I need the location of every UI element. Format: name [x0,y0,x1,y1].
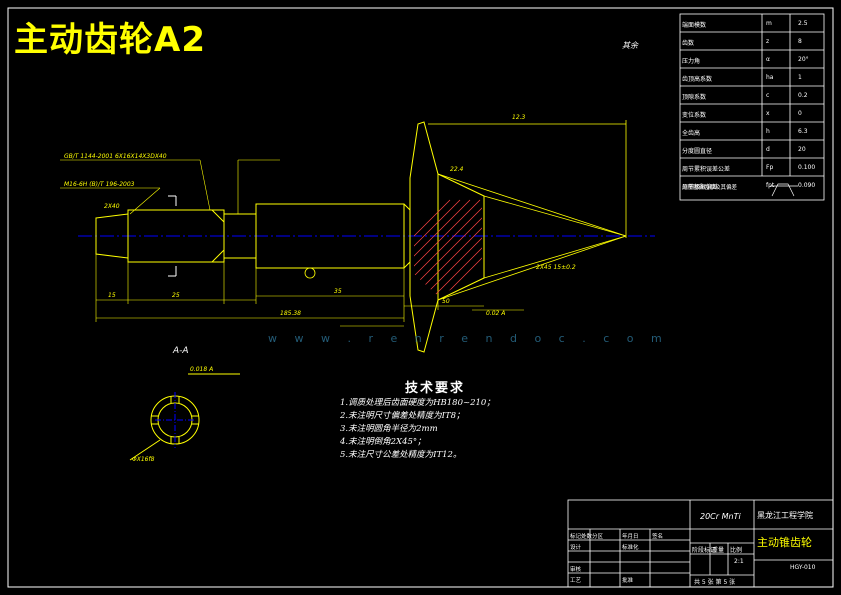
param-row: 全齿高 h 6.3 [680,122,824,140]
spline-note: GB/T 1144-2001 6X16X14X3DX40 [64,153,167,160]
dim-total: 185.38 [280,310,301,317]
tech-req-item: 4.未注明倒角2X45°； [340,437,426,447]
title-block-extra: 年月日 [622,534,639,540]
param-row: 顶隙系数 c 0.2 [680,86,824,104]
param-name: 齿数 [682,40,695,47]
param-symbol: m [766,20,772,27]
dim-width-top: 12.3 [512,114,526,121]
title-block-sheets: 共 5 张 第 5 张 [694,579,736,586]
drawing-frame [7,7,834,588]
param-name: 变位系数 [682,112,707,119]
dim-len-50: 50 [442,298,450,305]
dim-angle: 22.4 [450,166,464,173]
param-symbol: x [766,110,770,117]
param-row: 齿数 z 8 [680,32,824,50]
param-name: 分度圆直径 [682,148,713,155]
param-name: 齿顶高系数 [682,76,713,83]
param-row: 端面模数 m 2.5 [680,14,824,32]
title-block [567,499,834,588]
title-block-row: 工艺 [570,578,582,584]
datum-a-symbol [304,267,316,279]
gear-hatch [414,199,482,296]
param-name: 周节极限偏差 [682,184,719,191]
param-value: 1 [798,74,802,81]
param-value: 0.090 [798,182,816,189]
param-symbol: z [766,38,770,45]
param-value: 20 [798,146,806,153]
param-name: 顶隙系数 [682,94,707,101]
title-block-drawing-no: HGY-010 [790,564,816,571]
section-label: A-A [173,346,189,356]
param-symbol: α [766,56,770,63]
param-row: 分度圆直径 d 20 [680,140,824,158]
param-value: 8 [798,38,802,45]
param-row: 周节累积误差公差 Fp 0.100 [680,158,824,176]
title-block-row: 审核 [570,567,582,573]
param-value: 6.3 [798,128,808,135]
tooth-thickness-sketch [770,183,798,197]
title-block-row: 设计 [570,545,582,551]
title-block-extra: 签名 [652,534,664,540]
param-value: 0 [798,110,802,117]
param-value: 0.100 [798,164,816,171]
param-value: 20° [798,56,809,63]
param-symbol: Fp [766,164,774,171]
title-block-weight: 重量 [712,547,725,554]
title-block-extra: 批准 [622,578,634,584]
param-row: 齿顶高系数 ha 1 [680,68,824,86]
watermark: w w w . r e n r e n d o c . c o m [268,332,669,345]
title-block-school: 黑龙江工程学院 [757,511,813,520]
tech-req-item: 3.未注明圆角半径为2mm [340,424,438,434]
param-symbol: c [766,92,770,99]
thread-note: M16-6H (B)/T 196-2003 [64,181,135,188]
section-dim-2: ΦX16f8 [132,456,155,463]
dim-tolerance: 0.02 A [486,310,506,317]
title-block-scale-label: 比例 [730,547,743,554]
param-row: 压力角 α 20° [680,50,824,68]
dim-cone: 2X45 15±0.2 [536,264,576,271]
other-surface-note: 其余 [622,41,638,50]
title-block-scale: 2:1 [734,558,744,565]
drawing-title: 主动齿轮A2 [14,20,206,60]
title-block-row: 标记处数分区 [570,534,604,540]
dim-chamfer: 2X40 [104,203,120,210]
param-name: 周节累积误差公差 [682,166,731,173]
param-row: 变位系数 x 0 [680,104,824,122]
dim-len-15: 15 [108,292,116,299]
param-row: 周节极限偏差 fpt 0.090 [680,176,824,194]
param-name: 端面模数 [682,22,707,29]
param-name: 压力角 [682,58,701,65]
tech-req-item: 1.调质处理后齿面硬度为HB180~210； [340,398,495,408]
param-symbol: d [766,146,770,153]
dim-len-25: 25 [172,292,180,299]
title-block-stage: 阶段标记 [692,547,717,554]
param-symbol: h [766,128,770,135]
param-symbol: fpt [766,182,775,189]
param-value: 0.2 [798,92,808,99]
section-marks [168,195,177,277]
pitch-cone-lines [428,120,627,301]
parameter-table [679,13,825,201]
dimension-lines [60,159,524,327]
title-block-extra: 标准化 [622,545,639,551]
tooth-thickness-label: 分度圆锥齿厚及其偏差 [682,185,738,191]
section-dim-1: 0.018 A [190,366,214,373]
spline-section [129,373,240,461]
tech-req-list: 1.调质处理后齿面硬度为HB180~210； 2.未注明尺寸偏差处精度为IT8；… [340,397,495,462]
tech-req-item: 5.未注尺寸公差处精度为IT12。 [340,450,462,460]
param-symbol: ha [766,74,774,81]
param-value: 2.5 [798,20,808,27]
shaft-outline [95,203,411,269]
title-block-part-name: 主动锥齿轮 [757,536,812,549]
dim-len-35: 35 [334,288,342,295]
param-name: 全齿高 [682,130,701,137]
title-block-material: 20Cr MnTi [700,512,741,521]
tech-req-heading: 技术要求 [405,381,466,396]
tech-req-item: 2.未注明尺寸偏差处精度为IT8； [340,411,465,421]
